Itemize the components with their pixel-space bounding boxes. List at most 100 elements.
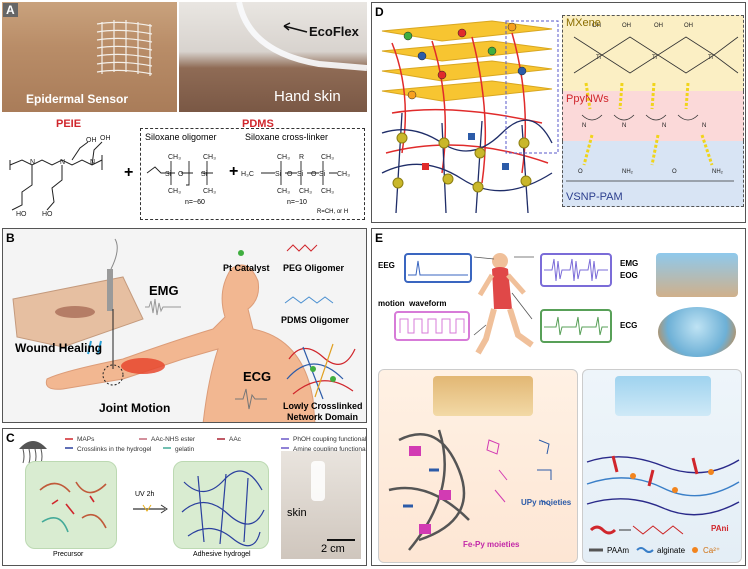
svg-text:N: N bbox=[582, 123, 586, 129]
legend-paam: PAAm bbox=[607, 546, 630, 555]
svg-text:OH: OH bbox=[592, 23, 601, 29]
epidermal-sensor-caption: Epidermal Sensor bbox=[26, 92, 129, 106]
pt-catalyst-dot bbox=[238, 250, 244, 256]
reaction-arrow bbox=[133, 504, 168, 514]
network-sketch bbox=[286, 343, 356, 400]
motion-waveform-label: motion waveform bbox=[378, 299, 447, 308]
hydrogel-sphere bbox=[658, 307, 736, 357]
svg-text:CH₃: CH₃ bbox=[277, 154, 290, 161]
vsnp-nodes bbox=[392, 132, 532, 193]
fe-py-block bbox=[433, 376, 533, 416]
svg-text:Si: Si bbox=[275, 171, 282, 178]
vsnp-pam-label: VSNP-PAM bbox=[566, 191, 623, 203]
legend-swatches bbox=[65, 438, 289, 449]
svg-text:OH: OH bbox=[86, 137, 97, 144]
network-domain-label-1: Lowly Crosslinked bbox=[283, 401, 363, 411]
arrow-blue-1 bbox=[87, 340, 92, 355]
panel-b-label: B bbox=[6, 231, 15, 245]
molecule-markers bbox=[403, 22, 527, 170]
sensor-mesh-graphic bbox=[96, 20, 153, 76]
panel-b-illustration bbox=[12, 238, 356, 422]
vsnp-band bbox=[562, 141, 744, 207]
svg-text:CH₃: CH₃ bbox=[203, 154, 216, 161]
probe-wire bbox=[110, 238, 118, 270]
svg-text:Si: Si bbox=[297, 171, 304, 178]
svg-text:OH: OH bbox=[654, 23, 663, 29]
emg-signal bbox=[145, 298, 181, 316]
peie-label: PEIE bbox=[56, 118, 82, 130]
network-domain-label-2: Network Domain bbox=[287, 412, 359, 422]
svg-text:HO: HO bbox=[42, 211, 53, 218]
svg-text:NH₂: NH₂ bbox=[622, 169, 634, 175]
legend-crosslinks: Crosslinks in the hydrogel bbox=[77, 446, 152, 453]
svg-text:Ti: Ti bbox=[708, 55, 713, 61]
network-node-1 bbox=[310, 366, 316, 372]
n-oligomer-label: n=~60 bbox=[185, 199, 205, 206]
svg-text:N: N bbox=[30, 159, 35, 166]
scale-bar-label: 2 cm bbox=[321, 543, 345, 555]
uv-arrow-label: UV 2h bbox=[135, 491, 155, 498]
mxene-band bbox=[562, 15, 744, 91]
legend-aac: AAc bbox=[229, 436, 241, 443]
peg-oligomer-structure bbox=[286, 244, 318, 252]
svg-text:Si: Si bbox=[319, 171, 326, 178]
scale-bar bbox=[327, 539, 355, 541]
eeg-box bbox=[404, 253, 472, 283]
precursor-label: Precursor bbox=[53, 551, 84, 558]
svg-text:HO: HO bbox=[16, 211, 27, 218]
svg-text:Si: Si bbox=[201, 171, 208, 178]
panel-a-label: A bbox=[3, 3, 18, 17]
fe-py-label: Fe-Py moieties bbox=[463, 540, 520, 549]
network-node-2 bbox=[330, 376, 336, 382]
wound-ellipse bbox=[55, 306, 95, 318]
emg-label-e: EMG bbox=[620, 259, 639, 268]
siloxane-crosslinker-label: Siloxane cross-linker bbox=[245, 132, 329, 142]
legend-maps: MAPs bbox=[77, 436, 95, 443]
panel-d: D bbox=[371, 2, 746, 223]
n-crosslinker-label: n=~10 bbox=[287, 199, 307, 206]
hydrogel-on-skin bbox=[311, 461, 325, 501]
svg-text:N: N bbox=[702, 123, 706, 129]
svg-text:Ti: Ti bbox=[596, 55, 601, 61]
svg-text:Ti: Ti bbox=[652, 55, 657, 61]
panel-c: C MAPs AAc-NHS ester AAc Crosslinks in t… bbox=[2, 428, 367, 566]
skin-photo-caption: skin bbox=[287, 507, 307, 519]
eeg-waveform bbox=[408, 260, 468, 276]
pam-chains bbox=[381, 112, 553, 214]
pt-catalyst-label: Pt Catalyst bbox=[223, 263, 270, 273]
svg-text:H₃C: H₃C bbox=[241, 171, 254, 178]
precursor-network bbox=[39, 481, 107, 533]
r-note-label: R=CH, or H bbox=[317, 209, 349, 215]
svg-text:N: N bbox=[60, 159, 65, 166]
panel-d-label: D bbox=[375, 5, 384, 19]
pani-subpanel: PAni PAAm alginate Ca²⁺ bbox=[582, 369, 742, 563]
svg-text:N: N bbox=[662, 123, 666, 129]
pani-label: PAni bbox=[711, 524, 729, 533]
peg-oligomer-label: PEG Oligomer bbox=[283, 263, 345, 273]
pdms-oligomer-label: PDMS Oligomer bbox=[281, 315, 350, 325]
svg-text:N: N bbox=[90, 159, 95, 166]
panel-b: B EMG Wound Healing Joint Motio bbox=[2, 228, 367, 423]
emg-label: EMG bbox=[149, 283, 179, 298]
precursor-box bbox=[25, 461, 117, 549]
upy-label: UPy moieties bbox=[521, 498, 572, 507]
ecg-label: ECG bbox=[243, 369, 272, 384]
ecoflex-label: EcoFlex bbox=[309, 24, 359, 39]
pani-network bbox=[586, 455, 740, 553]
panel-e-label: E bbox=[375, 231, 384, 245]
fe-py-network bbox=[388, 429, 552, 551]
pdms-label: PDMS bbox=[242, 118, 274, 130]
ecg-label-e: ECG bbox=[620, 321, 638, 330]
zoom-box bbox=[505, 20, 559, 154]
legend-phoh: PhOH coupling functional group bbox=[293, 436, 367, 443]
ecg-box-e bbox=[540, 309, 612, 343]
svg-text:CH₃: CH₃ bbox=[277, 188, 290, 195]
pdms-oligomer-structure bbox=[284, 296, 334, 304]
adhesive-hydrogel-box bbox=[173, 461, 269, 549]
svg-text:CH₃: CH₃ bbox=[203, 188, 216, 195]
svg-text:OH: OH bbox=[622, 23, 631, 29]
layered-hydrogel-graphic bbox=[381, 20, 559, 214]
elbow-joint-marker bbox=[102, 364, 124, 386]
